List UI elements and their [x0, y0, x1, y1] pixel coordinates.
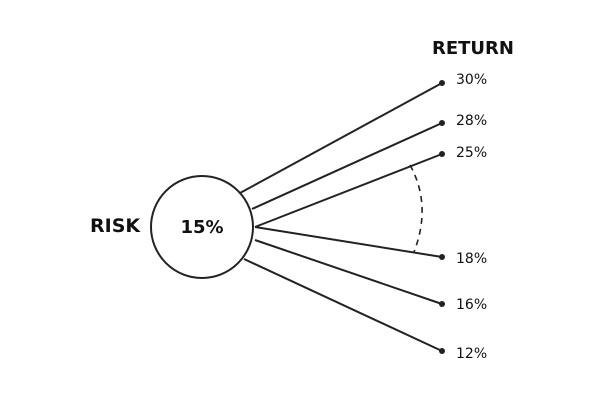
- return-value-25: 25%: [456, 145, 487, 161]
- angle-arc: [409, 164, 423, 253]
- endpoint-dot-12: [439, 348, 445, 354]
- return-label: RETURN: [432, 38, 514, 59]
- return-value-18: 18%: [456, 251, 487, 267]
- endpoint-dot-18: [439, 254, 445, 260]
- spoke-line-16: [254, 239, 443, 305]
- spoke-line-30: [239, 82, 443, 194]
- risk-circle: [150, 175, 254, 279]
- risk-value: 15%: [180, 217, 223, 238]
- endpoint-dot-25: [439, 151, 445, 157]
- return-value-28: 28%: [456, 113, 487, 129]
- endpoint-dot-28: [439, 120, 445, 126]
- endpoint-dot-30: [439, 80, 445, 86]
- risk-label: RISK: [90, 215, 141, 237]
- spoke-line-18: [254, 226, 443, 258]
- return-value-12: 12%: [456, 346, 487, 362]
- endpoint-dot-16: [439, 301, 445, 307]
- spoke-line-12: [243, 258, 443, 352]
- spoke-line-28: [251, 122, 443, 210]
- return-value-16: 16%: [456, 297, 487, 313]
- return-value-30: 30%: [456, 72, 487, 88]
